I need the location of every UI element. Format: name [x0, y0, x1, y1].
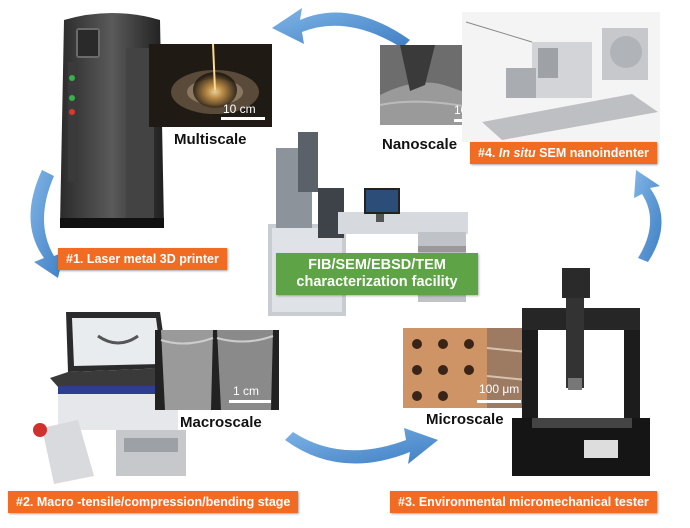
center-line2: characterization facility	[296, 274, 458, 290]
stage-label: #2. Macro -tensile/compression/bending s…	[8, 491, 299, 513]
cycle-arrow-bottom	[285, 428, 438, 464]
nanoscale-caption: Nanoscale	[382, 136, 458, 153]
scale-bar	[221, 117, 265, 120]
characterization-facility-label: FIB/SEM/EBSD/TEM characterization facili…	[276, 253, 478, 295]
nanoindenter-label-suffix: SEM nanoindenter	[539, 146, 649, 160]
cycle-arrow-right	[634, 170, 662, 262]
macroscale-caption: Macroscale	[180, 414, 262, 431]
micromechanical-tester-image	[506, 268, 656, 482]
macroscale-inset: 1 cm	[155, 330, 279, 410]
scale-label: 1 cm	[233, 384, 260, 398]
laser-printer-image	[56, 8, 168, 234]
microscale-inset: 100 μm	[403, 328, 527, 408]
cycle-arrow-left	[30, 170, 64, 278]
laser-printer-label: #1. Laser metal 3D printer	[58, 248, 227, 270]
scale-bar	[229, 400, 271, 403]
tester-label: #3. Environmental micromechanical tester	[390, 491, 657, 513]
scale-label: 10 cm	[223, 102, 256, 116]
nanoindenter-image	[462, 12, 660, 142]
multiscale-inset: 10 cm	[149, 44, 272, 127]
multiscale-caption: Multiscale	[174, 131, 247, 148]
scale-bar	[477, 400, 521, 403]
cycle-arrow-top	[272, 8, 410, 48]
nanoindenter-label: #4. In situ SEM nanoindenter	[470, 142, 657, 164]
nanoindenter-label-prefix: #4.	[478, 146, 496, 160]
microscale-caption: Microscale	[426, 411, 504, 428]
center-line1: FIB/SEM/EBSD/TEM	[308, 257, 446, 273]
nanoindenter-label-italic: In situ	[498, 146, 536, 160]
scale-label: 100 μm	[479, 382, 520, 396]
